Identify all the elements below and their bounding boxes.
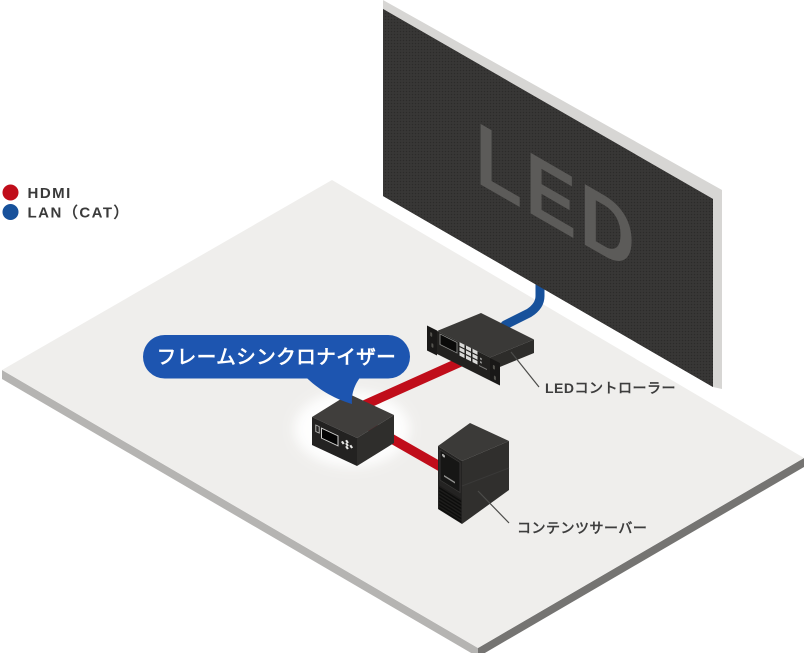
legend-label-lan: LAN（CAT）	[28, 204, 131, 222]
rack-screw-slot	[430, 332, 433, 337]
frame-synchronizer-display	[321, 427, 339, 447]
led-controller-device	[427, 313, 534, 386]
content-server-label: コンテンツサーバー	[517, 520, 647, 536]
rack-screw-slot	[492, 365, 495, 370]
led-controller-rack-ear-left	[427, 325, 437, 356]
rack-screw-slot	[493, 375, 496, 381]
callout-bubble: フレームシンクロナイザー	[143, 335, 410, 404]
frame-synchronizer-dpad	[340, 439, 354, 450]
content-server-device	[438, 423, 510, 524]
frame-synchronizer-device	[312, 394, 394, 466]
legend-swatch-lan	[2, 204, 19, 220]
legend: HDMI LAN（CAT）	[2, 184, 131, 222]
callout-label: フレームシンクロナイザー	[157, 347, 396, 369]
callout-tail	[300, 371, 364, 404]
content-server-side-seam	[461, 467, 510, 487]
content-server-logo	[442, 453, 445, 458]
frame-synchronizer-top	[312, 394, 394, 438]
led-controller-label: LEDコントローラー	[545, 380, 676, 396]
callout-pill	[143, 335, 410, 379]
content-server-vent-grille	[439, 485, 462, 524]
legend-label-hdmi: HDMI	[28, 185, 72, 202]
led-controller-rack-ear-right	[490, 358, 500, 386]
led-controller-display	[439, 333, 458, 354]
content-server-side	[462, 441, 509, 524]
hdmi-cable-synchronizer-to-controller	[355, 354, 472, 412]
legend-swatch-hdmi	[2, 184, 19, 201]
floor-edge-right	[478, 458, 804, 653]
floor-edge-left	[2, 370, 478, 653]
lan-cable-controller-to-screen	[500, 265, 545, 330]
content-server-top	[438, 423, 509, 461]
led-screen-pixel-texture	[383, 9, 713, 387]
rack-screw-slot	[431, 343, 434, 348]
led-screen: LED	[383, 0, 722, 389]
led-controller-top	[437, 313, 534, 358]
legend-item-hdmi: HDMI	[2, 184, 72, 202]
led-controller-silkscreen	[479, 365, 487, 371]
device-labels: LEDコントローラー コンテンツサーバー	[477, 351, 676, 536]
frame-synchronizer-port	[315, 424, 320, 434]
led-controller-side	[490, 339, 534, 371]
legend-item-lan: LAN（CAT）	[2, 204, 131, 222]
content-server-leader-line	[477, 490, 510, 524]
content-server-model-text	[444, 475, 455, 484]
led-controller-leader-line	[510, 351, 540, 388]
led-controller-keypad	[459, 342, 478, 365]
frame-synchronizer-side	[357, 415, 394, 466]
